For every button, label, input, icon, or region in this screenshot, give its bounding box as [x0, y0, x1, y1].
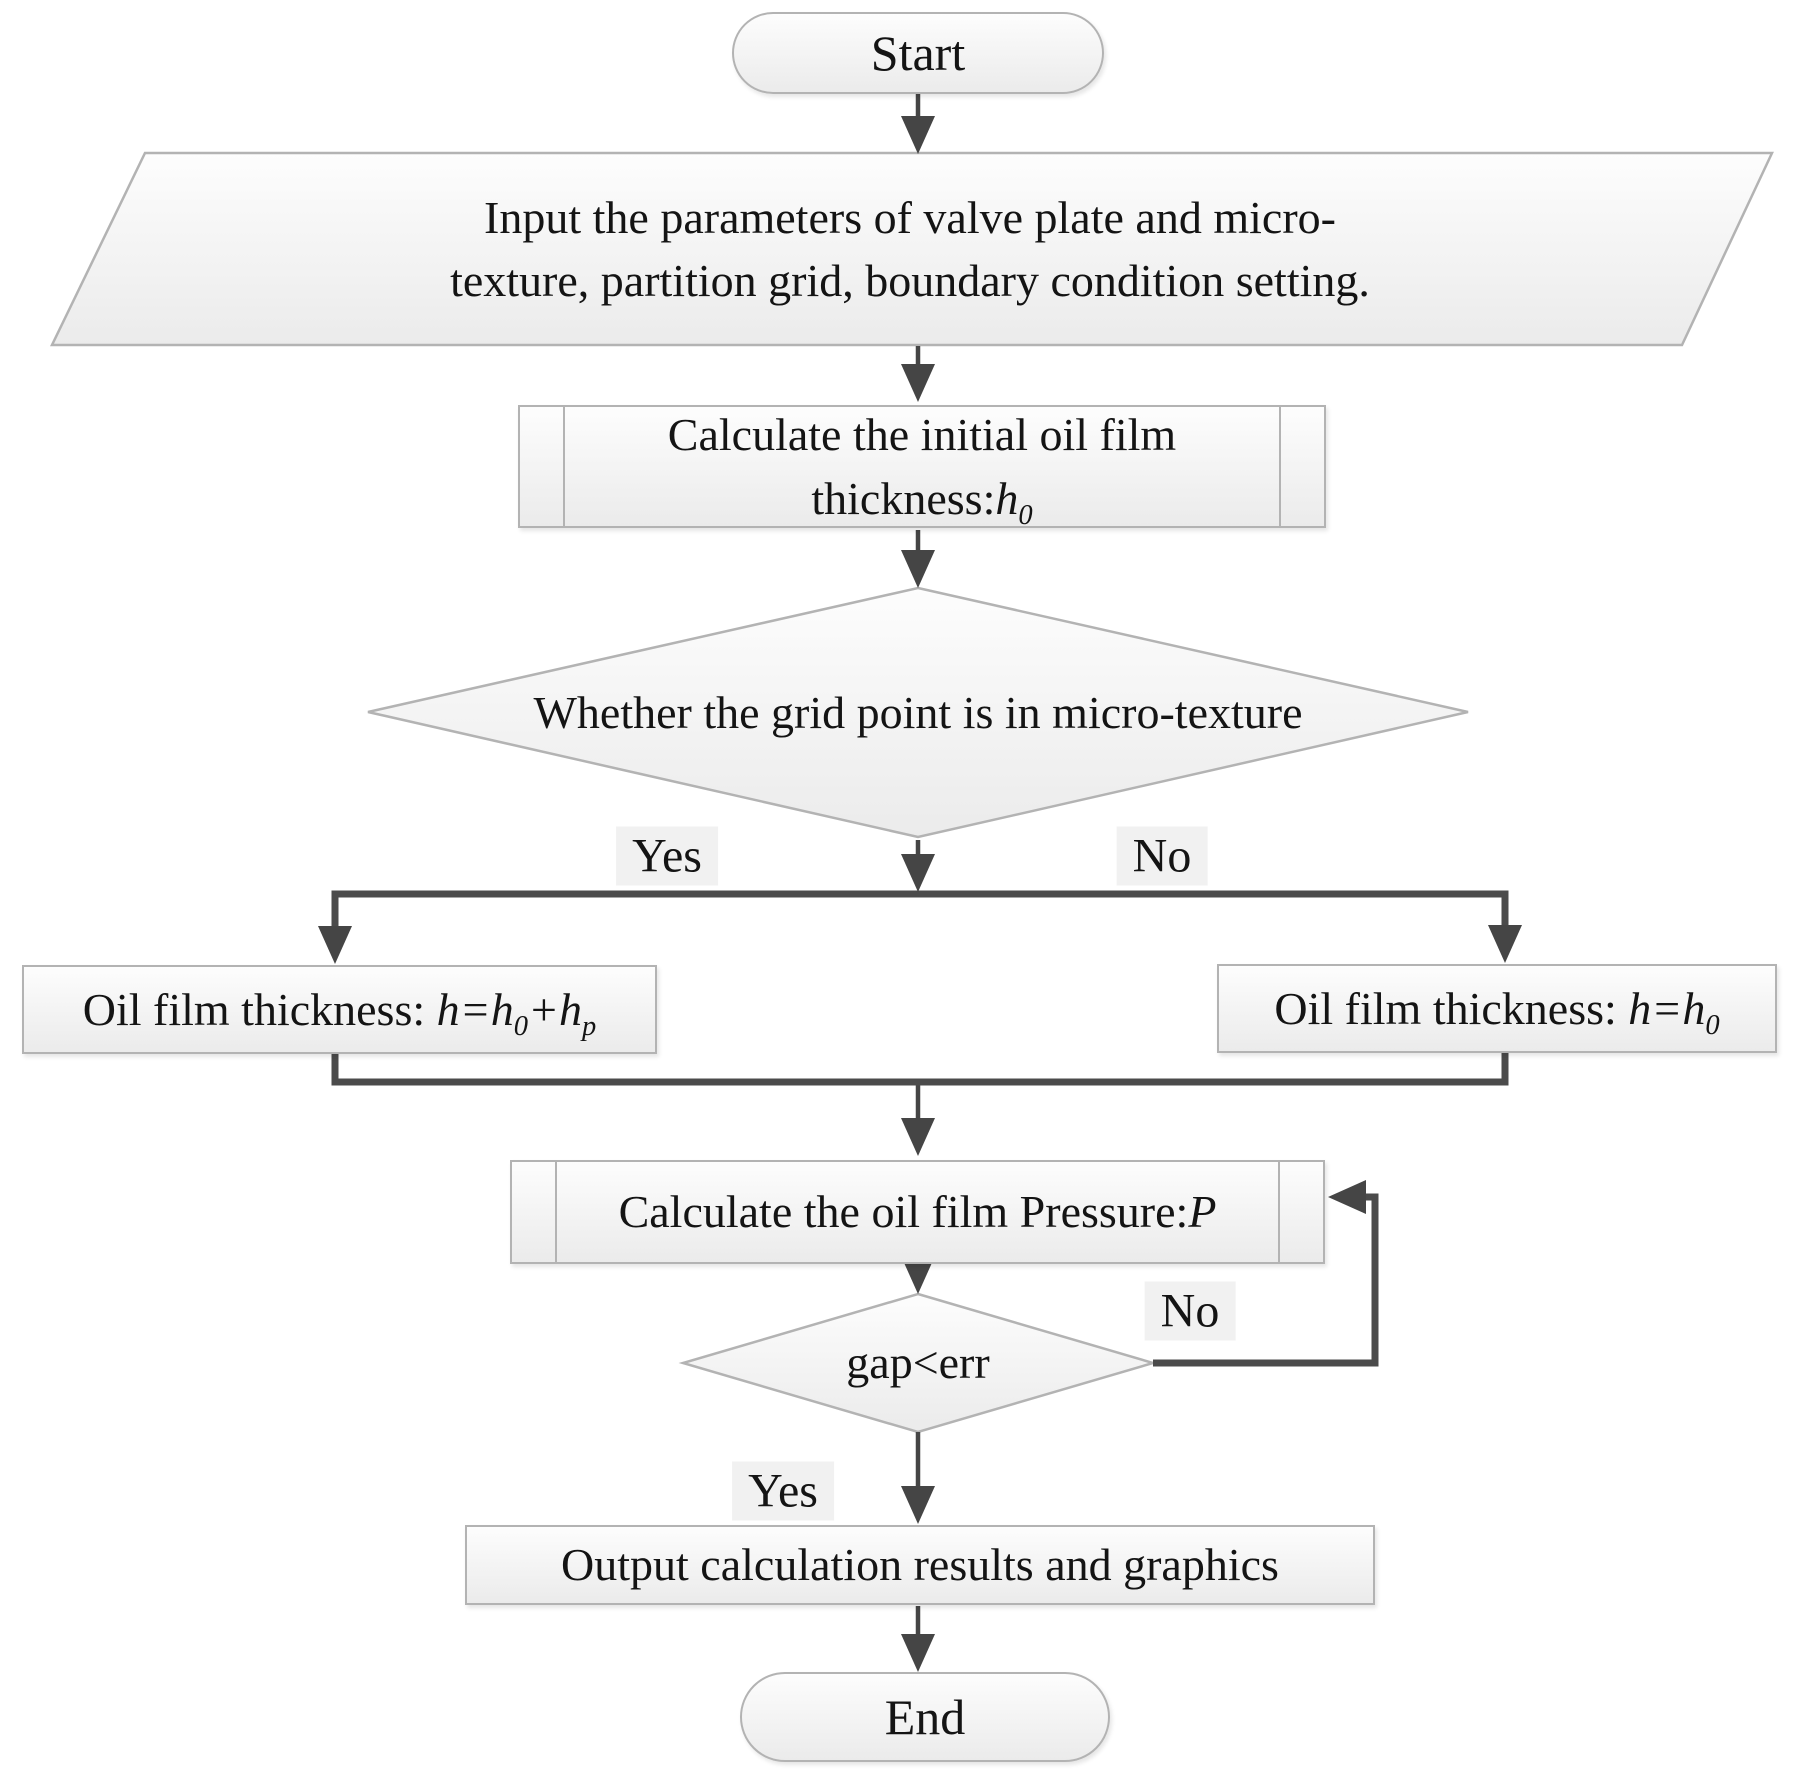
end-label: End	[884, 1688, 966, 1745]
input-parallelogram	[50, 151, 1774, 347]
oil-film-thickness-plain-text: Oil film thickness: h=h0	[1274, 982, 1720, 1041]
yes-label-gap: Yes	[732, 1461, 834, 1521]
start-label: Start	[870, 24, 966, 81]
calc-pressure-text: Calculate the oil film Pressure:P	[618, 1186, 1217, 1238]
texture-decision-text: Whether the grid point is in micro-textu…	[533, 686, 1303, 738]
arrowhead	[1488, 925, 1522, 963]
calc-pressure-node	[510, 1160, 1325, 1264]
arrowhead	[901, 1634, 935, 1672]
branch-line	[331, 890, 1509, 928]
oil-film-thickness-textured-text: Oil film thickness: h=h0+hp	[82, 983, 597, 1042]
no-label-gap: No	[1144, 1281, 1236, 1341]
oil-film-thickness-plain-node	[1217, 964, 1777, 1053]
side-bar	[1279, 407, 1281, 526]
arrowhead	[901, 854, 935, 892]
arrowhead	[318, 926, 352, 964]
merge-line	[331, 1052, 1509, 1086]
side-bar	[563, 407, 565, 526]
start-node	[732, 12, 1104, 94]
arrowhead	[901, 364, 935, 402]
output-results-node	[465, 1525, 1375, 1605]
gap-decision-text: gap<err	[846, 1337, 990, 1389]
arrowhead	[901, 550, 935, 588]
arrowhead	[901, 1118, 935, 1156]
calc-initial-thickness-node	[518, 405, 1326, 528]
oil-film-thickness-textured-node	[22, 965, 657, 1054]
arrowhead	[901, 1486, 935, 1524]
no-label-texture: No	[1116, 826, 1208, 886]
no-loop-line	[1153, 1193, 1379, 1367]
output-results-text: Output calculation results and graphics	[561, 1539, 1279, 1591]
calc-initial-thickness-text: Calculate the initial oil film thickness…	[667, 409, 1177, 531]
texture-decision-diamond	[367, 586, 1469, 839]
side-bar	[555, 1162, 557, 1262]
arrowhead	[901, 116, 935, 154]
arrowhead-loop	[1328, 1180, 1366, 1214]
input-node-text: Input the parameters of valve plate and …	[450, 191, 1370, 306]
side-bar	[1278, 1162, 1280, 1262]
arrowhead	[901, 1256, 935, 1294]
end-node	[740, 1672, 1110, 1762]
yes-label-texture: Yes	[616, 826, 718, 886]
